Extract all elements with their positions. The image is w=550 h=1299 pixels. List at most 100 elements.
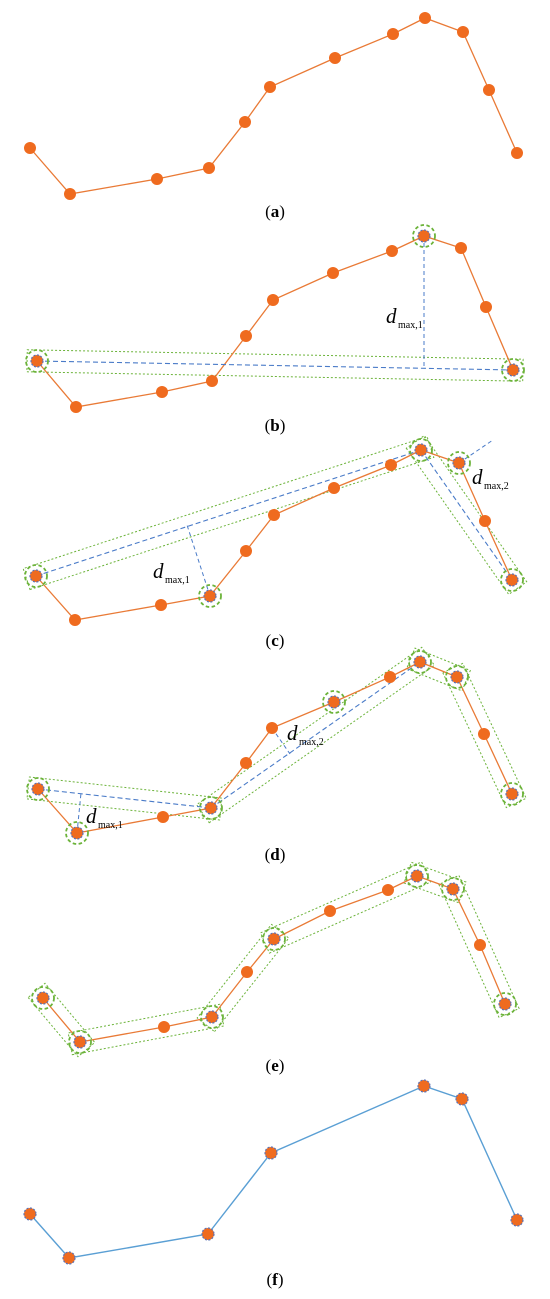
data-point — [204, 801, 218, 815]
data-point — [205, 1010, 219, 1024]
data-point — [384, 671, 396, 683]
data-point — [506, 363, 520, 377]
panel-a: (a) — [0, 0, 550, 230]
selected-point-ring — [445, 665, 469, 689]
data-point — [30, 354, 44, 368]
data-point — [264, 81, 276, 93]
data-point — [457, 26, 469, 38]
data-point — [387, 28, 399, 40]
data-point — [70, 826, 84, 840]
dmax-subscript: max,2 — [299, 737, 324, 748]
data-point — [382, 884, 394, 896]
data-point — [455, 1092, 469, 1106]
data-point — [479, 515, 491, 527]
original-polyline — [36, 235, 514, 408]
data-point — [203, 589, 217, 603]
data-point — [240, 757, 252, 769]
data-point — [156, 386, 168, 398]
panel-a-diagram — [24, 12, 523, 200]
data-point — [157, 811, 169, 823]
data-point — [452, 456, 466, 470]
dmax-subscript: max,1 — [165, 575, 190, 586]
data-point — [511, 147, 523, 159]
dmax-label: d — [472, 465, 483, 489]
selected-point-ring — [322, 690, 346, 714]
data-point — [327, 267, 339, 279]
selected-point-ring — [199, 796, 223, 820]
dmax-subscript: max,2 — [484, 481, 509, 492]
data-point — [419, 12, 431, 24]
data-point — [324, 905, 336, 917]
data-point — [36, 991, 50, 1005]
data-point — [201, 1227, 215, 1241]
dmax-label: d — [153, 559, 164, 583]
data-point — [328, 482, 340, 494]
data-point — [155, 599, 167, 611]
data-point — [267, 932, 281, 946]
panel-c-caption: (c) — [265, 631, 285, 650]
data-point — [24, 142, 36, 154]
data-point — [505, 787, 519, 801]
data-point — [446, 882, 460, 896]
chord-dashed-line — [420, 449, 513, 581]
selected-point-ring — [412, 224, 436, 248]
data-point — [505, 573, 519, 587]
selected-point-ring — [198, 584, 222, 608]
data-point — [267, 294, 279, 306]
data-point — [73, 1035, 87, 1049]
simplified-polyline — [29, 1085, 518, 1259]
data-point — [264, 1146, 278, 1160]
distance-perpendicular-line — [186, 524, 211, 597]
selected-point-ring — [500, 568, 524, 592]
selected-point-ring — [493, 992, 517, 1016]
selected-point-ring — [500, 782, 524, 806]
data-point — [329, 52, 341, 64]
selected-point-ring — [409, 438, 433, 462]
tolerance-corridor — [405, 434, 528, 596]
data-point — [158, 1021, 170, 1033]
data-point — [414, 443, 428, 457]
selected-point-ring — [24, 564, 48, 588]
panel-d-caption: (d) — [264, 845, 286, 864]
data-point — [239, 116, 251, 128]
selected-point-ring — [441, 877, 465, 901]
panel-b-caption: (b) — [264, 416, 286, 435]
data-point — [151, 173, 163, 185]
data-point — [327, 695, 341, 709]
selected-point-ring — [447, 451, 471, 475]
data-point — [417, 229, 431, 243]
selected-point-ring — [31, 986, 55, 1010]
data-point — [23, 1207, 37, 1221]
data-point — [478, 728, 490, 740]
data-point — [268, 509, 280, 521]
data-point — [64, 188, 76, 200]
selected-point-ring — [408, 650, 432, 674]
data-point — [31, 782, 45, 796]
data-point — [410, 869, 424, 883]
selected-point-ring — [501, 358, 525, 382]
panel-e-diagram — [27, 861, 520, 1058]
chord-dashed-line — [37, 788, 212, 809]
selected-point-ring — [26, 777, 50, 801]
chord-dashed-line — [210, 661, 421, 809]
panel-f-caption: (f) — [266, 1270, 284, 1289]
data-point — [29, 569, 43, 583]
tolerance-corridor — [259, 861, 432, 954]
selected-point-ring — [65, 821, 89, 845]
selected-point-ring — [405, 864, 429, 888]
data-point — [450, 670, 464, 684]
panel-a-caption: (a) — [265, 202, 285, 221]
data-point — [413, 655, 427, 669]
data-point — [203, 162, 215, 174]
dmax-subscript: max,1 — [98, 820, 123, 831]
dmax-subscript: max,1 — [398, 320, 423, 331]
data-point — [206, 375, 218, 387]
data-point — [241, 966, 253, 978]
selected-point-ring — [68, 1030, 92, 1054]
distance-perpendicular-line — [271, 727, 291, 755]
